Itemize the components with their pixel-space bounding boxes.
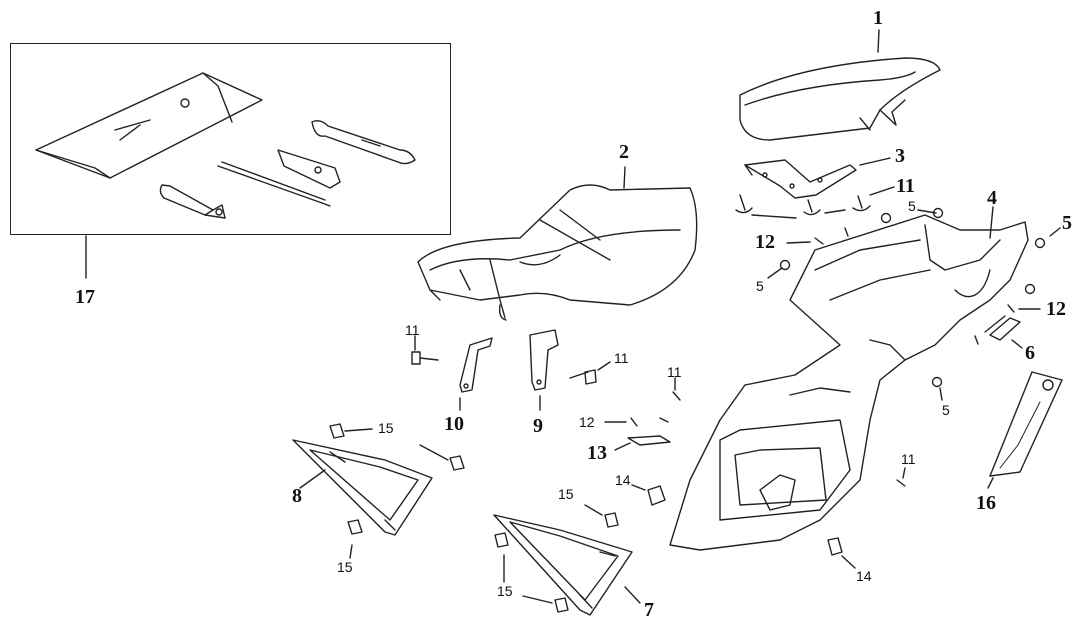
label-5d: 5 [942, 402, 950, 418]
nuts [779, 207, 1046, 388]
side-cover-left [292, 439, 433, 536]
screwdriver [159, 184, 226, 219]
rear-fender [669, 214, 1029, 551]
label-13: 13 [587, 442, 607, 464]
label-10: 10 [444, 413, 464, 435]
label-8: 8 [292, 485, 302, 507]
label-15b: 15 [337, 559, 353, 575]
cable [989, 371, 1063, 477]
label-14b: 14 [856, 568, 872, 584]
label-12c: 12 [579, 414, 595, 430]
label-14a: 14 [615, 472, 631, 488]
label-11e: 11 [896, 175, 915, 197]
label-9: 9 [533, 415, 543, 437]
label-7: 7 [644, 599, 654, 621]
label-15c: 15 [558, 486, 574, 502]
label-11d: 11 [901, 451, 916, 467]
label-5b: 5 [1062, 212, 1072, 234]
label-6: 6 [1025, 342, 1035, 364]
clamp [627, 435, 671, 446]
label-15d: 15 [497, 583, 513, 599]
label-3: 3 [895, 145, 905, 167]
screws [630, 227, 1015, 427]
clips-15 [329, 423, 619, 613]
bracket-right [529, 329, 559, 391]
bolts [411, 351, 906, 487]
label-12b: 12 [1046, 298, 1066, 320]
label-17: 17 [75, 286, 95, 308]
clips [647, 485, 843, 556]
seat-bracket [744, 159, 857, 199]
label-11b: 11 [614, 350, 629, 366]
label-11c: 11 [667, 364, 682, 380]
battery-cover [417, 184, 698, 321]
label-2: 2 [619, 141, 629, 163]
label-5a: 5 [908, 198, 916, 214]
tool-pouch [35, 72, 263, 179]
seat [739, 57, 941, 141]
bracket-left [459, 337, 493, 393]
wrench [311, 119, 416, 165]
tool-kit-box [10, 43, 451, 235]
label-16: 16 [976, 492, 996, 514]
label-11a: 11 [405, 322, 420, 338]
label-15a: 15 [378, 420, 394, 436]
socket-wrench [277, 149, 341, 189]
seat-bolts [735, 194, 871, 219]
side-cover-right [493, 514, 633, 616]
handle-bar [217, 161, 331, 207]
label-1: 1 [873, 7, 883, 29]
label-4: 4 [987, 187, 997, 209]
label-5c: 5 [756, 278, 764, 294]
label-12a: 12 [755, 231, 775, 253]
plate [989, 317, 1021, 341]
